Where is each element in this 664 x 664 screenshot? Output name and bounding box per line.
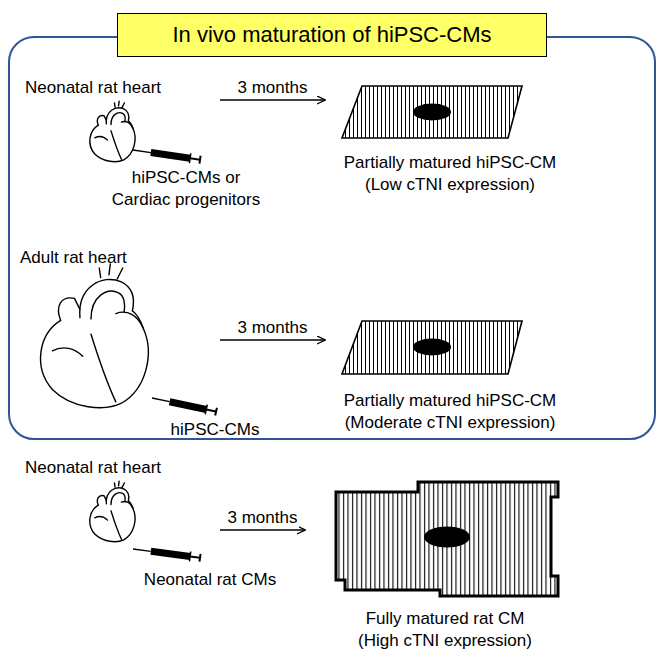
panel-heading: In vivo maturation of hiPSC-CMs (117, 13, 547, 57)
heart-outline (114, 481, 124, 487)
arrow-connector (220, 339, 325, 341)
cardiomyocyte-cell (336, 482, 558, 596)
node-heading: Partially matured hiPSC-CM (344, 390, 557, 412)
node-note: (High cTNI expression) (358, 630, 532, 652)
heart-outline (91, 334, 116, 402)
arrow-connector (220, 99, 325, 101)
cell-group: Partially matured hiPSC-CM(Moderate cTNI… (335, 315, 565, 434)
heart-outline (95, 137, 108, 141)
heart-outline (111, 493, 125, 505)
node-note: (Low cTNI expression) (365, 174, 535, 196)
cell-group: Partially matured hiPSC-CM(Low cTNI expr… (335, 80, 565, 196)
syringe-symbol (132, 544, 200, 563)
node-heading: Fully matured rat CM (366, 608, 525, 630)
arrow-connector (220, 529, 305, 531)
nucleus (413, 104, 451, 121)
injection-label: Neonatal rat CMs (120, 569, 300, 591)
cell-group: Fully matured rat CM(High cTNI expressio… (315, 475, 575, 652)
heart-group: Adult rat heart (13, 248, 210, 408)
node-heading: Partially matured hiPSC-CM (344, 152, 557, 174)
neonatal-heart (90, 481, 135, 541)
node-heading: Adult rat heart (20, 248, 210, 268)
heart-outline (128, 501, 133, 509)
heart-outline (90, 502, 135, 542)
heart-outline (132, 311, 143, 329)
heart-outline (114, 101, 124, 107)
heart-outline (106, 488, 129, 504)
heart-outline (111, 511, 121, 539)
heart-outline (41, 312, 149, 407)
edge-label: 3 months (226, 508, 300, 528)
node-heading: Neonatal rat heart (25, 78, 210, 98)
edge-label: 3 months (236, 318, 310, 338)
heart-outline (52, 348, 82, 356)
heart-outline (111, 113, 125, 125)
edge-label: 3 months (236, 78, 310, 98)
cardiomyocyte-cell (342, 321, 522, 374)
nucleus (424, 527, 470, 548)
injection-label: hiPSC-CMs (160, 419, 270, 441)
heart-outline (95, 517, 108, 521)
heart-outline (97, 116, 106, 125)
nucleus (413, 339, 451, 356)
heart-outline (128, 121, 133, 129)
cardiomyocyte-cell (342, 86, 522, 138)
injection-label: hiPSC-CMs or Cardiac progenitors (105, 167, 267, 211)
heart-outline (91, 291, 125, 319)
node-heading: Neonatal rat heart (25, 458, 210, 478)
node-note: (Moderate cTNI expression) (345, 412, 556, 434)
neonatal-heart (90, 101, 135, 161)
heart-outline (59, 298, 80, 321)
group-panel: In vivo maturation of hiPSC-CMsNeonatal … (8, 36, 656, 440)
adult-heart (41, 264, 149, 408)
syringe-symbol (132, 145, 200, 165)
heart-outline (90, 122, 135, 162)
heart-outline (97, 496, 106, 505)
heart-outline (111, 131, 121, 159)
heart-outline (80, 279, 134, 317)
syringe-symbol (151, 393, 217, 416)
heart-group: Neonatal rat heart (18, 78, 210, 170)
heart-outline (106, 108, 129, 124)
heart-group: Neonatal rat heart (18, 458, 210, 550)
